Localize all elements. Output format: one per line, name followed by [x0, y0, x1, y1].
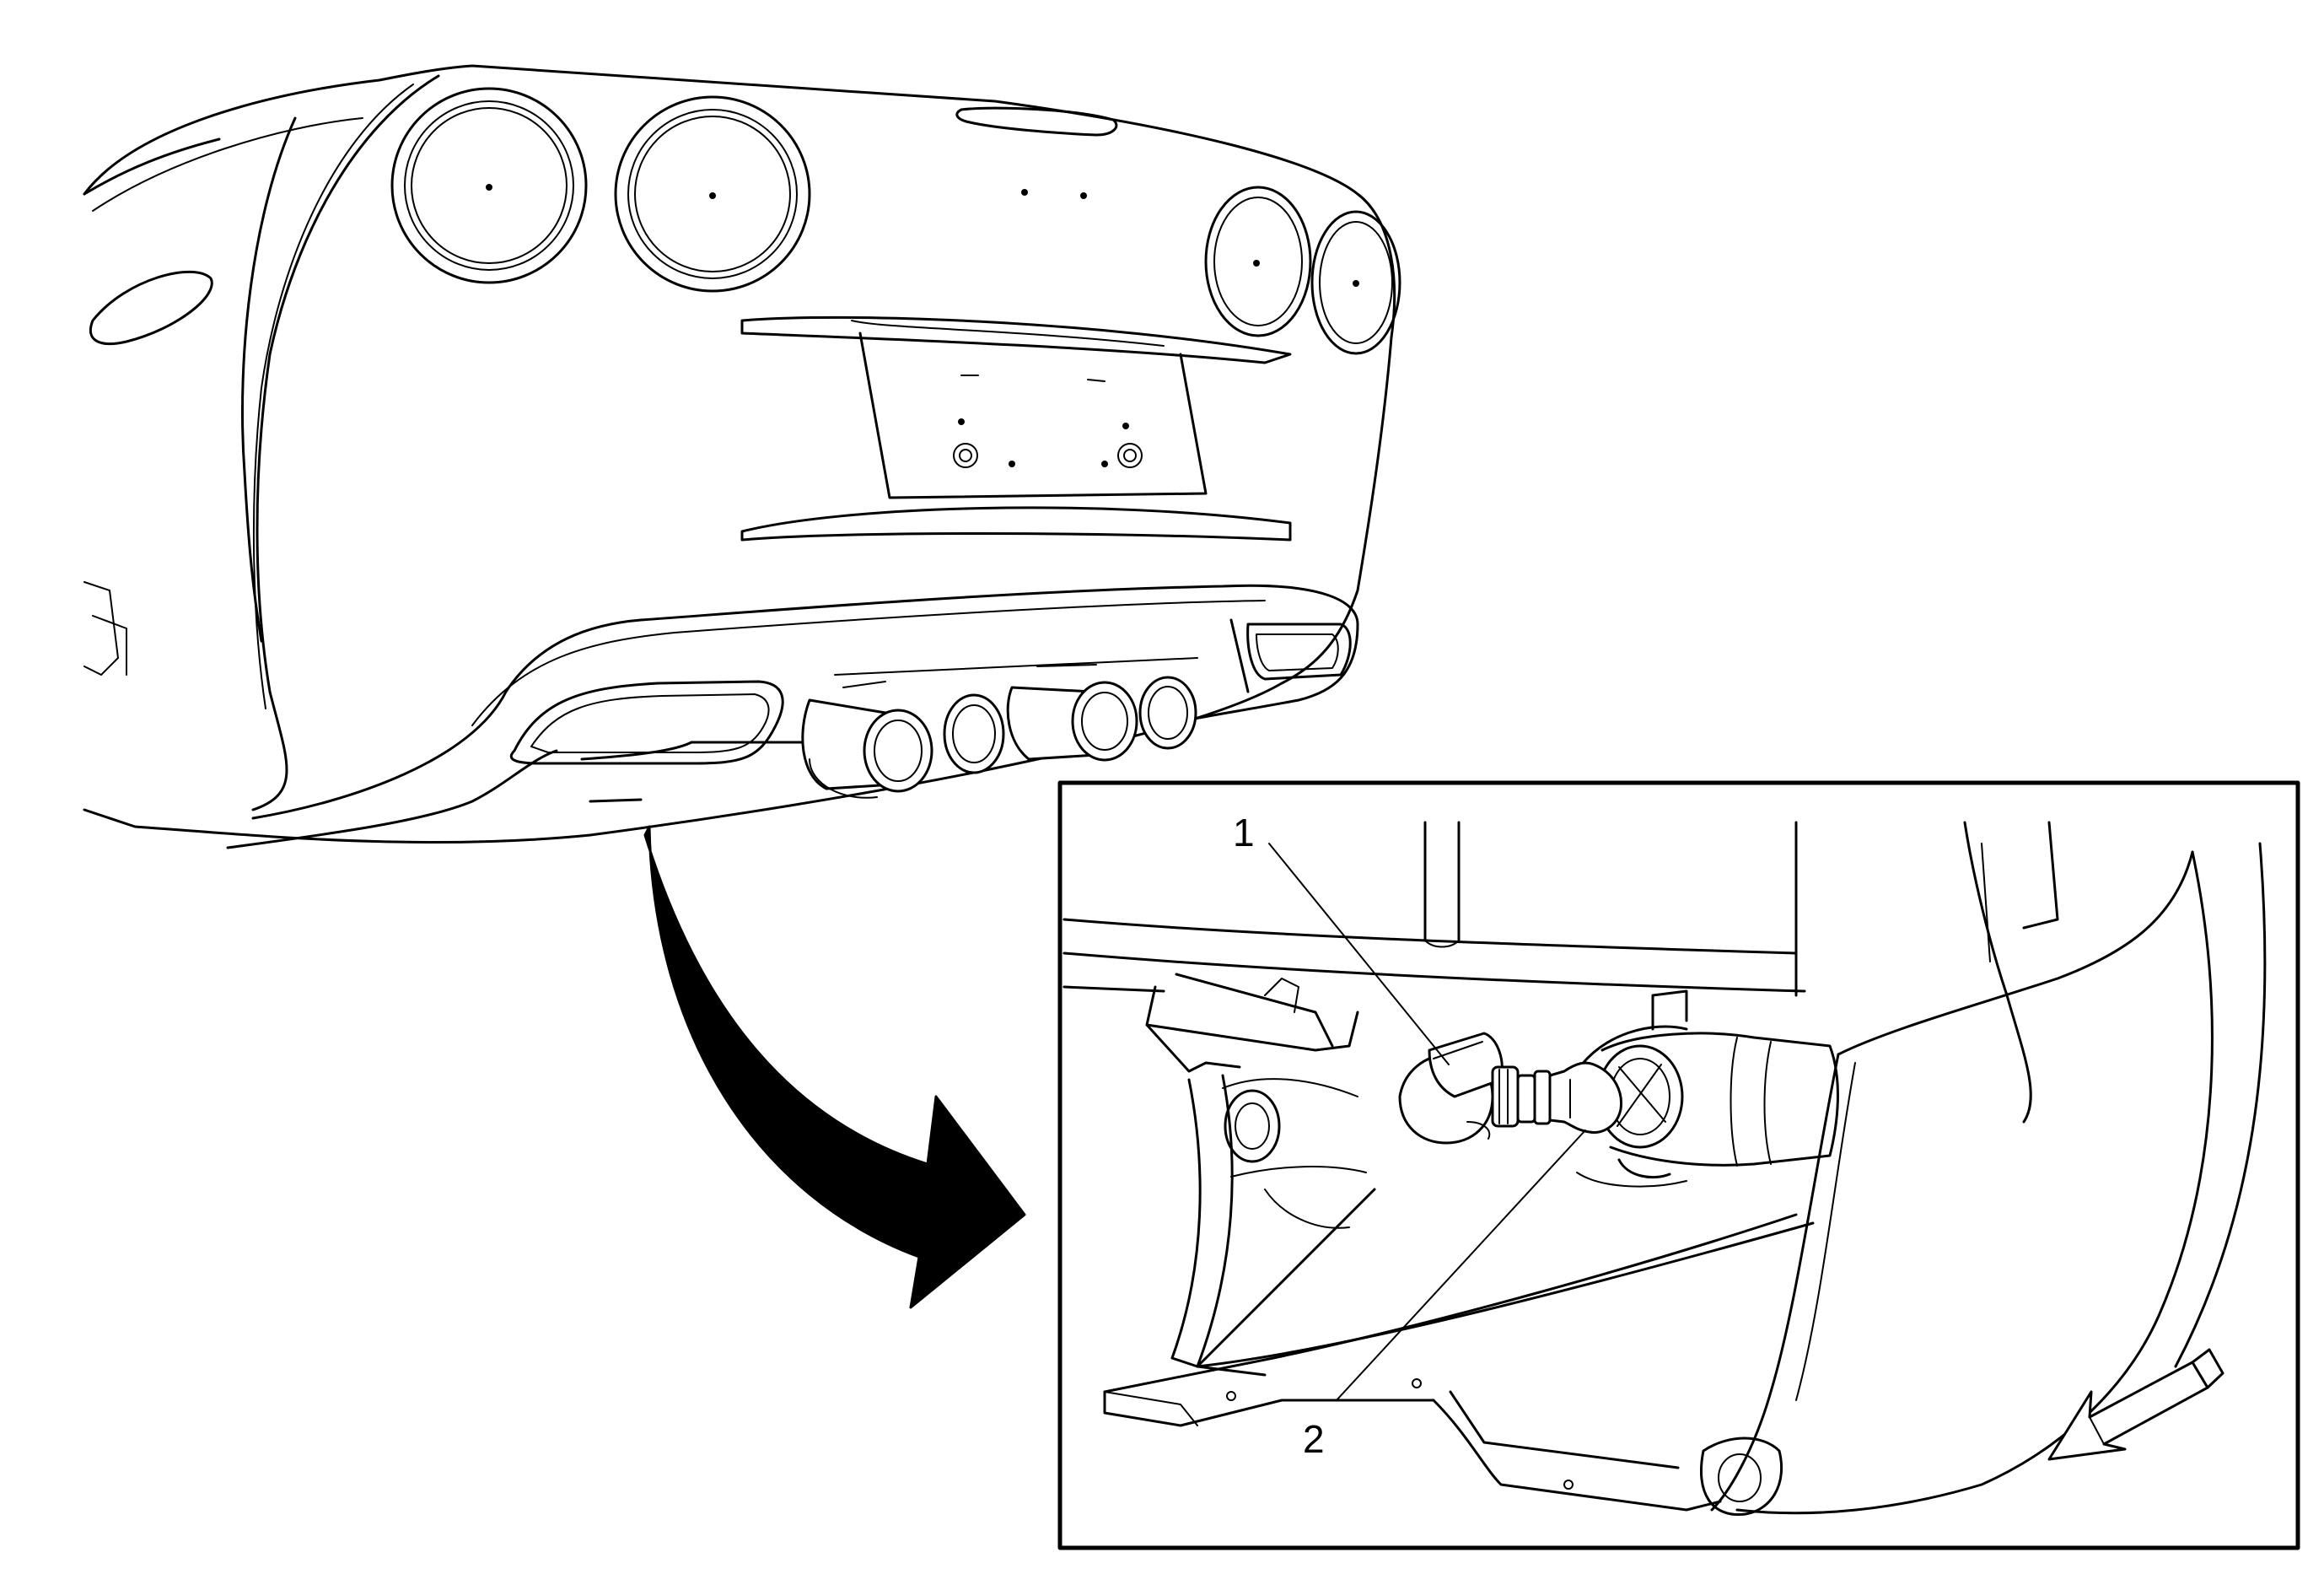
callout-1-leader: [1268, 843, 1450, 1065]
callout-2-label: 2: [1303, 1417, 1325, 1461]
callout-2-leader: [1336, 1129, 1586, 1401]
vehicle-rear-view: [83, 64, 1401, 849]
exhaust-tips: [801, 657, 1198, 799]
tail-lights: [390, 87, 1401, 355]
curved-arrow-icon: [643, 825, 1026, 1309]
detail-inset: 1 2: [1057, 780, 2300, 1550]
lamp-housing: [1575, 989, 1839, 1188]
bulb-socket: [1398, 1032, 1552, 1145]
callout-1-label: 1: [1233, 811, 1255, 854]
license-plate-area: [740, 315, 1292, 542]
bulb: [1548, 1061, 1623, 1135]
forward-direction-arrow-icon: [2047, 1348, 2224, 1461]
